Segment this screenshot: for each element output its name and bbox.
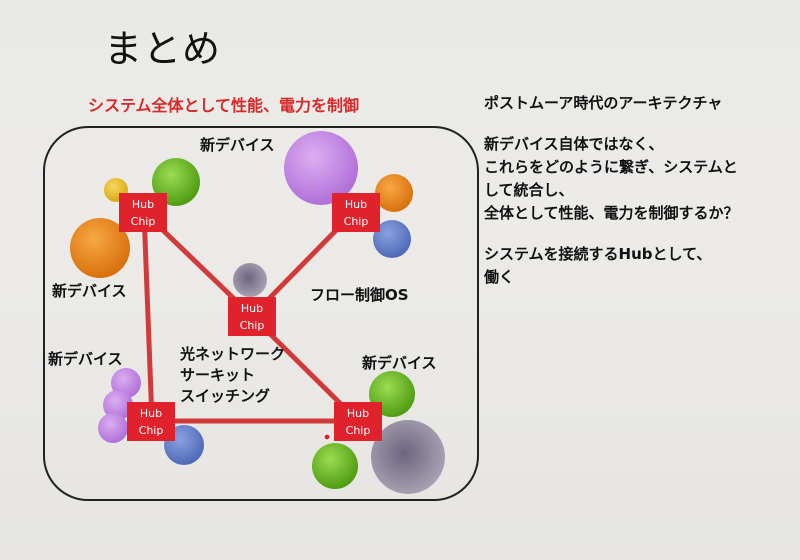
hub-chip-top-right: Hub Chip bbox=[332, 193, 380, 232]
device-gray-large bbox=[371, 420, 445, 494]
slide-title: まとめ bbox=[104, 27, 222, 71]
hub-chip-top-left: Hub Chip bbox=[119, 193, 167, 232]
summary-heading: ポストムーア時代のアーキテクチャ bbox=[484, 94, 723, 112]
label-optical-line-3: スイッチング bbox=[180, 387, 270, 405]
hub-label: Hub bbox=[345, 198, 367, 211]
diagram-subtitle: システム全体として性能、電力を制御 bbox=[88, 96, 360, 115]
hub-label: Hub bbox=[241, 302, 263, 315]
hub-label: Chip bbox=[346, 424, 371, 437]
link-tl-bl bbox=[141, 209, 155, 424]
summary-paragraph-2: システムを接続するHubとして、 働く bbox=[484, 243, 794, 289]
label-new-device-bottom-left: 新デバイス bbox=[48, 350, 123, 368]
device-purple bbox=[103, 390, 133, 420]
text-line: これらをどのように繋ぎ、システムと bbox=[484, 158, 738, 176]
hub-label: Chip bbox=[344, 215, 369, 228]
hub-chip-bottom-left: Hub Chip bbox=[127, 402, 175, 441]
hub-label: Chip bbox=[139, 424, 164, 437]
label-new-device-left: 新デバイス bbox=[52, 282, 127, 300]
device-blue bbox=[373, 220, 411, 258]
label-new-device-top: 新デバイス bbox=[200, 136, 275, 154]
hub-label: Hub bbox=[132, 198, 154, 211]
device-gray-small bbox=[233, 263, 267, 297]
device-green bbox=[312, 443, 358, 489]
summary-text: ポストムーア時代のアーキテクチャ 新デバイス自体ではなく、 これらをどのように繋… bbox=[484, 92, 794, 307]
hub-chip-center: Hub Chip bbox=[228, 297, 276, 336]
text-line: 働く bbox=[484, 268, 515, 286]
device-orange-large bbox=[70, 218, 130, 278]
hub-label: Hub bbox=[140, 407, 162, 420]
text-line: 全体として性能、電力を制御するか？ bbox=[484, 204, 739, 222]
label-new-device-bottom-right: 新デバイス bbox=[362, 354, 437, 372]
summary-paragraph-1: 新デバイス自体ではなく、 これらをどのように繋ぎ、システムと して統合し、 全体… bbox=[484, 133, 794, 225]
device-orange bbox=[375, 174, 413, 212]
hub-label: Chip bbox=[240, 319, 265, 332]
system-boundary bbox=[43, 126, 479, 501]
label-optical-line-1: 光ネットワーク bbox=[179, 345, 285, 363]
text-line: 新デバイス自体ではなく、 bbox=[484, 135, 664, 153]
device-purple-large bbox=[284, 131, 358, 205]
marker-dot bbox=[323, 433, 331, 441]
text-line: して統合し、 bbox=[484, 181, 574, 199]
hub-chip-bottom-right: Hub Chip bbox=[334, 402, 382, 441]
hub-label: Chip bbox=[131, 215, 156, 228]
hub-label: Hub bbox=[347, 407, 369, 420]
device-purple bbox=[98, 413, 128, 443]
label-optical-line-2: サーキット bbox=[180, 366, 255, 384]
text-line: システムを接続するHubとして、 bbox=[484, 245, 712, 263]
label-flow-control-os: フロー制御OS bbox=[310, 286, 409, 304]
